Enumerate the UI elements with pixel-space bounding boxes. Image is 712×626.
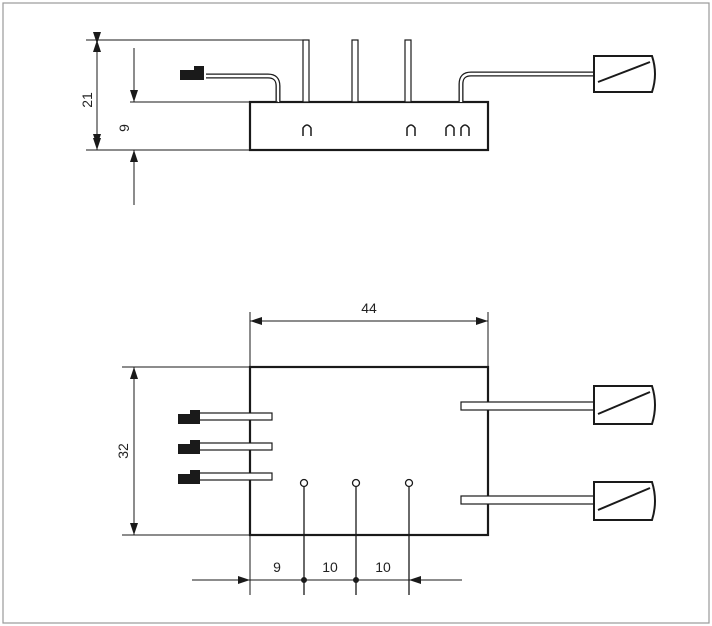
top-clamps-right (593, 385, 656, 521)
side-wire-left (206, 73, 281, 102)
top-body (248, 365, 490, 537)
side-body (248, 100, 490, 152)
top-view (178, 365, 656, 595)
side-dimensions (86, 32, 306, 205)
side-pins (302, 39, 412, 103)
dim-pin-offset: 9 (273, 559, 281, 575)
side-view (180, 39, 656, 152)
dim-width: 44 (361, 300, 377, 316)
side-wire-right (458, 71, 594, 102)
top-connectors-left (178, 410, 200, 484)
side-clamp (593, 55, 656, 93)
dim-pin-pitch-2: 10 (375, 559, 391, 575)
dim-pin-pitch-1: 10 (322, 559, 338, 575)
side-connector-left (180, 70, 196, 80)
top-dimensions (122, 312, 489, 595)
dim-body-height: 9 (116, 124, 132, 132)
dim-total-height: 21 (79, 92, 95, 108)
top-wires-right (460, 401, 596, 505)
side-arches (302, 124, 470, 136)
top-wires-left (197, 412, 273, 481)
dim-depth: 32 (115, 443, 131, 459)
